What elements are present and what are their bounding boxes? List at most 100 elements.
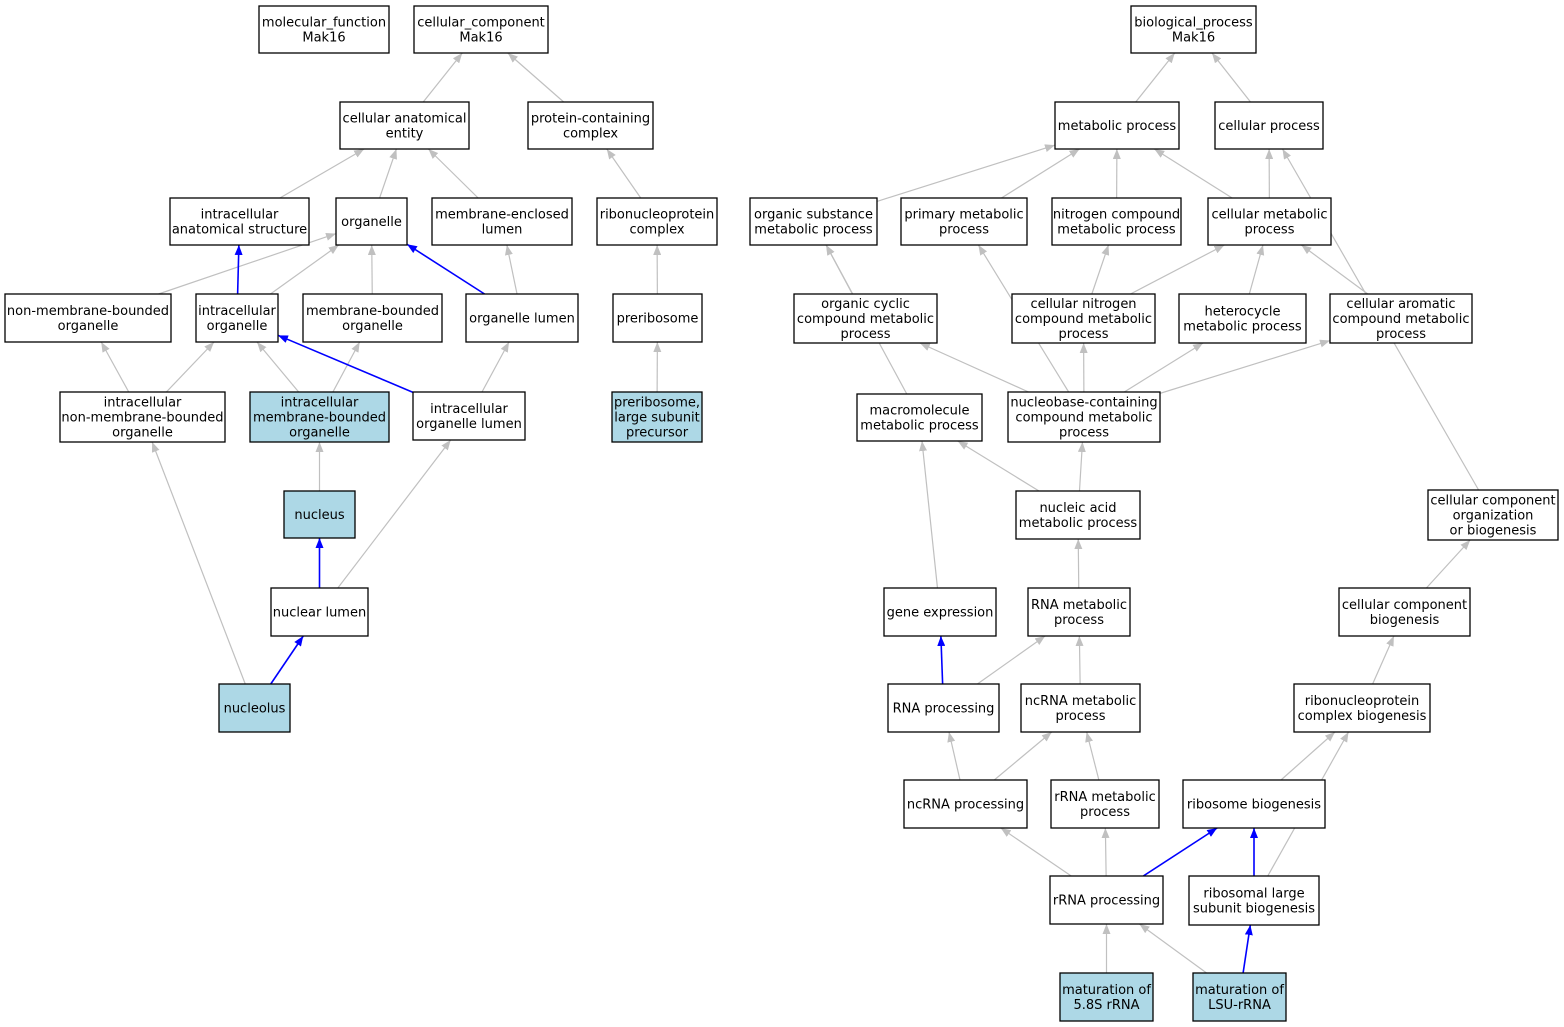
edge-organelle-lumen-to-organelle xyxy=(406,243,486,295)
node-label-line: nitrogen compound xyxy=(1053,208,1180,223)
edge-nuclear-lumen-to-intracellular-organelle-lumen xyxy=(337,439,452,589)
node-maturation-of-5-8s-rrna[interactable]: maturation of5.8S rRNA xyxy=(1059,972,1154,1022)
node-label-line: metabolic process xyxy=(1183,320,1302,335)
node-ribosome-biogenesis[interactable]: ribosome biogenesis xyxy=(1182,779,1326,829)
node-metabolic-process[interactable]: metabolic process xyxy=(1054,101,1180,150)
node-box xyxy=(1293,683,1431,733)
node-rna-processing[interactable]: RNA processing xyxy=(887,683,1000,733)
node-label-line: nucleolus xyxy=(224,702,286,717)
node-box xyxy=(4,293,172,343)
node-rrna-processing[interactable]: rRNA processing xyxy=(1049,875,1164,925)
node-organelle-lumen[interactable]: organelle lumen xyxy=(465,293,579,343)
node-label-line: non-membrane-bounded xyxy=(7,304,169,319)
node-label-line: ribonucleoprotein xyxy=(600,208,715,223)
edge-nucleobase-containing-compound-metabolic-process-to-organic-cyclic-compound-metabolic-process xyxy=(919,342,1029,393)
node-gene-expression[interactable]: gene expression xyxy=(883,587,997,637)
node-label-line: compound metabolic xyxy=(1015,411,1152,426)
node-nucleolus[interactable]: nucleolus xyxy=(218,683,291,733)
edge-nucleobase-containing-compound-metabolic-process-to-heterocycle-metabolic-process xyxy=(1123,342,1204,393)
node-label-line: or biogenesis xyxy=(1450,524,1537,539)
node-nucleus[interactable]: nucleus xyxy=(283,490,356,539)
node-label-line: organic substance xyxy=(754,208,873,223)
node-box xyxy=(413,5,549,54)
node-box xyxy=(1054,101,1180,150)
edge-intracellular-organelle-lumen-to-organelle-lumen xyxy=(481,341,510,393)
node-label-line: cellular metabolic xyxy=(1212,208,1328,223)
node-label-line: metabolic process xyxy=(1057,223,1176,238)
node-label-line: process xyxy=(1059,327,1109,342)
node-label-line: organic cyclic xyxy=(821,297,910,312)
edge-nucleolus-to-nuclear-lumen xyxy=(270,635,304,685)
node-label-line: cellular anatomical xyxy=(343,112,467,127)
node-label-line: Mak16 xyxy=(459,31,502,46)
node-organelle[interactable]: organelle xyxy=(335,197,408,246)
edge-intracellular-organelle-to-intracellular-anatomical-structure xyxy=(234,244,243,295)
node-label-line: primary metabolic xyxy=(904,208,1023,223)
node-label-line: precursor xyxy=(626,426,689,441)
node-box xyxy=(612,293,703,343)
edge-rrna-processing-to-ncrna-processing xyxy=(1000,827,1072,877)
node-cellular-process[interactable]: cellular process xyxy=(1214,101,1324,150)
node-label-line: Mak16 xyxy=(1172,31,1215,46)
node-box xyxy=(1049,875,1164,925)
node-label-line: 5.8S rRNA xyxy=(1073,998,1139,1013)
edge-gene-expression-to-macromolecule-metabolic-process xyxy=(919,440,939,589)
node-nuclear-lumen[interactable]: nuclear lumen xyxy=(270,587,369,637)
node-label-line: RNA processing xyxy=(893,702,995,717)
node-preribosome[interactable]: preribosome xyxy=(612,293,703,343)
node-box xyxy=(611,391,703,443)
edge-cellular-anatomical-entity-to-cc-root xyxy=(422,52,463,103)
node-label-line: intracellular xyxy=(281,396,359,411)
node-box xyxy=(900,197,1028,246)
node-box xyxy=(465,293,579,343)
node-box xyxy=(302,293,443,343)
edge-intracellular-nmb-organelle-to-non-membrane-bounded-organelle xyxy=(100,341,130,393)
node-label-line: preribosome xyxy=(617,312,699,327)
node-label-line: intracellular xyxy=(104,396,182,411)
node-label-line: process xyxy=(1080,805,1130,820)
edge-nucleobase-containing-compound-metabolic-process-to-cellular-aromatic-compound-metabolic-process xyxy=(1159,339,1331,394)
edge-cellular-metabolic-process-to-metabolic-process xyxy=(1154,148,1233,199)
node-ncrna-processing[interactable]: ncRNA processing xyxy=(903,779,1028,829)
node-label-line: LSU-rRNA xyxy=(1208,998,1271,1013)
node-intracellular-nmb-organelle[interactable]: intracellularnon-membrane-boundedorganel… xyxy=(59,391,226,443)
node-label-line: nucleus xyxy=(294,508,344,523)
node-label-line: entity xyxy=(386,127,424,142)
node-label-line: process xyxy=(1054,613,1104,628)
